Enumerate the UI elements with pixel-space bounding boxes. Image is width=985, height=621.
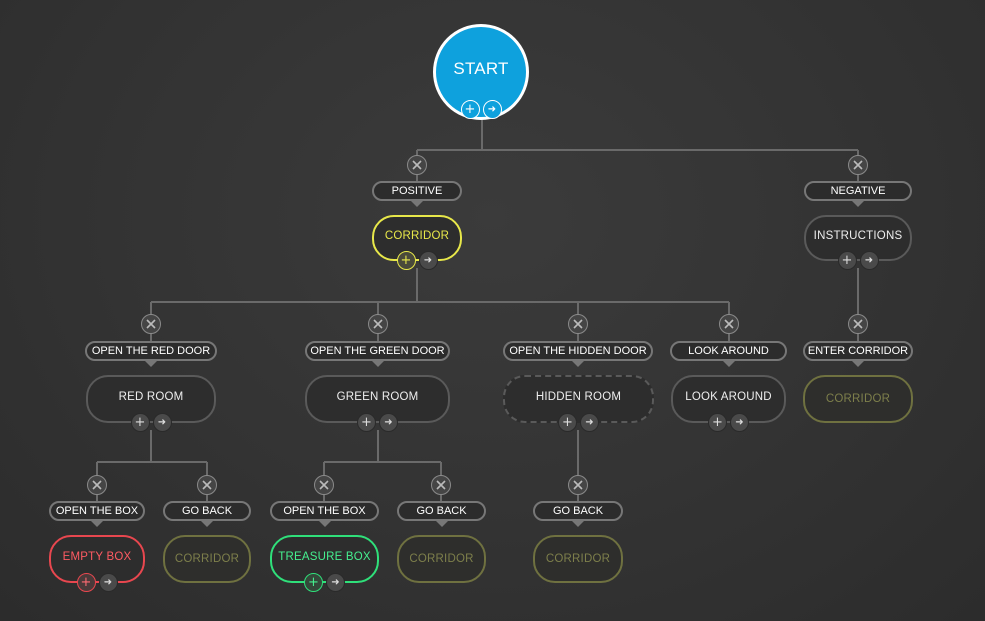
choice-label-positive[interactable]: POSITIVE [372,181,462,207]
node-title: LOOK AROUND [685,391,772,403]
node-title: CORRIDOR [825,393,891,405]
add-icon[interactable]: + [130,413,150,432]
empty-box-node[interactable]: EMPTY BOX + ➜ [49,535,145,592]
delete-choice-icon[interactable] [848,314,868,334]
add-icon[interactable]: + [708,413,727,432]
node-title: INSTRUCTIONS [813,230,903,242]
add-icon[interactable]: + [76,573,96,592]
arrow-right-icon[interactable]: ➜ [98,573,118,592]
add-icon[interactable]: + [558,413,577,432]
choice-label-go-back[interactable]: GO BACK [397,501,486,527]
choice-label-negative[interactable]: NEGATIVE [804,181,912,207]
corridor-link-node[interactable]: CORRIDOR [803,375,913,423]
node-title: START [453,59,509,78]
arrow-right-icon[interactable]: ➜ [730,413,749,432]
look-around-node[interactable]: LOOK AROUND + ➜ [671,375,786,432]
node-title: RED ROOM [118,391,184,403]
start-node[interactable]: START + ➜ [433,24,529,120]
delete-choice-icon[interactable] [141,314,161,334]
delete-choice-icon[interactable] [87,475,107,495]
delete-choice-icon[interactable] [407,155,427,175]
delete-choice-icon[interactable] [314,475,334,495]
node-title: HIDDEN ROOM [535,391,622,403]
instructions-node[interactable]: INSTRUCTIONS + ➜ [804,215,912,270]
hidden-room-node[interactable]: HIDDEN ROOM + ➜ [503,375,654,432]
choice-label-look-around[interactable]: LOOK AROUND [670,341,787,367]
add-icon[interactable]: + [304,573,323,592]
delete-choice-icon[interactable] [368,314,388,334]
delete-choice-icon[interactable] [848,155,868,175]
corridor-link-node[interactable]: CORRIDOR [163,535,251,583]
delete-choice-icon[interactable] [719,314,739,334]
choice-label-go-back[interactable]: GO BACK [533,501,623,527]
treasure-box-node[interactable]: TREASURE BOX + ➜ [270,535,379,592]
corridor-link-node[interactable]: CORRIDOR [533,535,623,583]
node-title: CORRIDOR [545,553,611,565]
delete-choice-icon[interactable] [431,475,451,495]
choice-label-open-green-door[interactable]: OPEN THE GREEN DOOR [305,341,450,367]
add-icon[interactable]: + [837,251,857,270]
delete-choice-icon[interactable] [568,314,588,334]
delete-choice-icon[interactable] [568,475,588,495]
choice-label-open-red-door[interactable]: OPEN THE RED DOOR [85,341,217,367]
choice-label-go-back[interactable]: GO BACK [163,501,251,527]
node-title: CORRIDOR [409,553,474,565]
add-icon[interactable]: + [357,413,376,432]
choice-label-open-the-box[interactable]: OPEN THE BOX [270,501,379,527]
delete-choice-icon[interactable] [197,475,217,495]
node-title: CORRIDOR [174,553,240,565]
node-title: GREEN ROOM [336,391,419,403]
corridor-link-node[interactable]: CORRIDOR [397,535,486,583]
choice-label-open-the-box[interactable]: OPEN THE BOX [49,501,145,527]
choice-label-enter-corridor[interactable]: ENTER CORRIDOR [803,341,913,367]
arrow-right-icon[interactable]: ➜ [859,251,879,270]
node-title: TREASURE BOX [278,551,371,563]
arrow-right-icon[interactable]: ➜ [580,413,599,432]
choice-label-open-hidden-door[interactable]: OPEN THE HIDDEN DOOR [503,341,653,367]
node-title: EMPTY BOX [62,551,132,563]
arrow-right-icon[interactable]: ➜ [418,251,438,270]
arrow-right-icon[interactable]: ➜ [482,100,502,119]
node-title: CORRIDOR [384,230,450,242]
arrow-right-icon[interactable]: ➜ [152,413,172,432]
corridor-node[interactable]: CORRIDOR + ➜ [372,215,462,270]
red-room-node[interactable]: RED ROOM + ➜ [86,375,216,432]
green-room-node[interactable]: GREEN ROOM + ➜ [305,375,450,432]
add-icon[interactable]: + [396,251,416,270]
arrow-right-icon[interactable]: ➜ [326,573,345,592]
add-icon[interactable]: + [460,100,480,119]
arrow-right-icon[interactable]: ➜ [379,413,398,432]
